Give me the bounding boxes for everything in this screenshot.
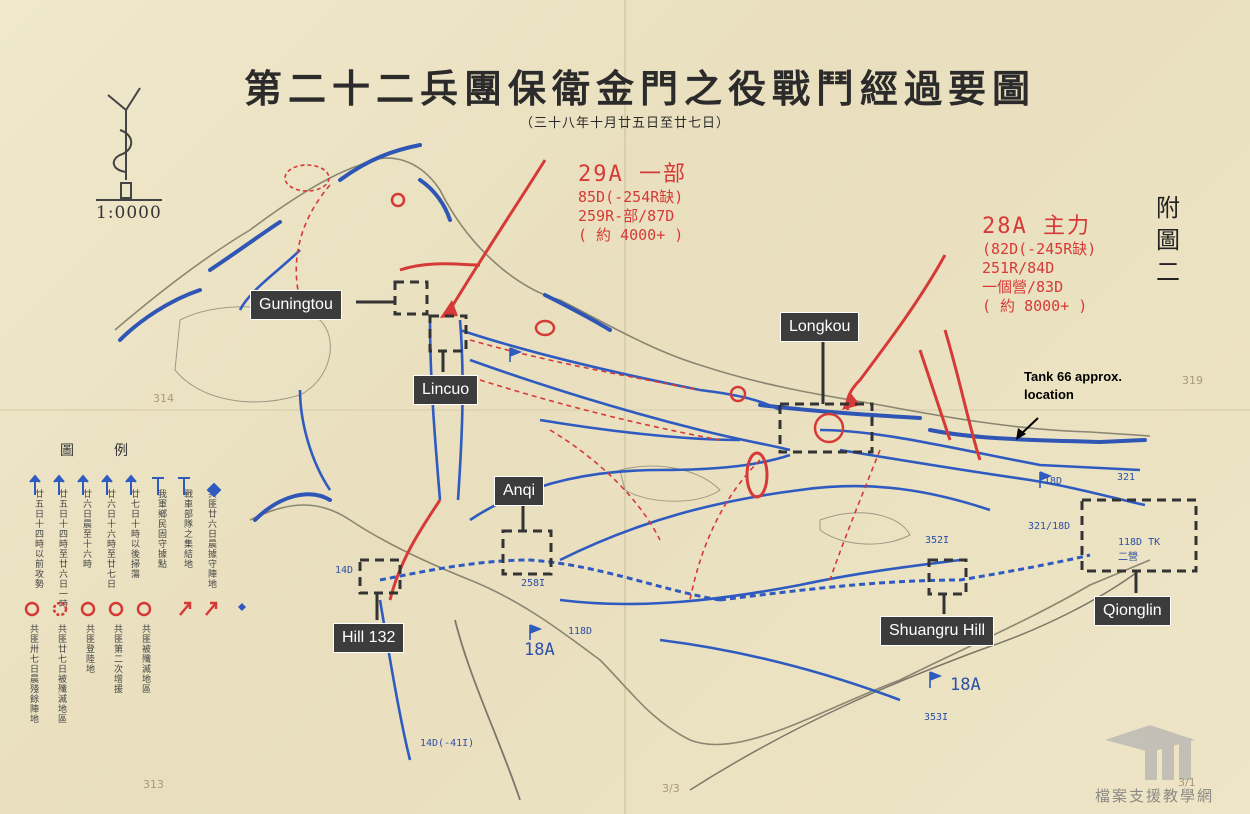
coastline-south [249,504,1151,746]
road [454,619,521,801]
map-subtitle: （三十八年十月廿五日至廿七日） [520,116,731,131]
legend-entry: 廿六日十六時至廿七日 [107,490,117,590]
place-label-shuangru: Shuangru Hill [880,616,995,646]
red-force-29a-line: ( 約 4000+ ) [578,226,684,244]
contour-3 [819,512,911,545]
legend-entry: 共匪卅七日晨殘餘陣地 [30,625,40,725]
appendix-label: 附圖二 [1156,194,1180,286]
watermark-text: 檔案支援教學網 [1095,787,1215,805]
place-label-longkou: Longkou [780,312,860,342]
scale-text: 1:0000 [96,203,162,223]
coastline-north [114,157,1151,437]
pencil-number: 319 [1182,374,1203,387]
legend-entry: 共匪第二次增援 [114,625,124,695]
unit-marker: 321 [1117,472,1136,483]
unit-marker: 118D TK二營 [1118,537,1161,563]
place-label-lincuo: Lincuo [413,375,479,405]
contour-1 [174,306,331,403]
red-force-29a: 29A 一部 85D(-254R缺) 259R-部/87D ( 約 4000+ … [578,156,687,245]
enemy-position-longkou [745,451,769,499]
legend-title: 圖例 [60,443,168,459]
tank-pointer-head [1016,428,1026,440]
red-force-29a-line: 85D(-254R缺) [578,188,684,206]
unit-marker: 18A [524,640,555,660]
unit-marker: 14D(-41I) [420,738,475,749]
unit-marker: 321/18D [1028,521,1071,532]
enemy-landing-circle [284,164,330,192]
unit-marker: 18D [1044,476,1063,487]
legend-entry: 廿五日十四時以前攻勢 [35,490,45,590]
place-label-hill132: Hill 132 [333,623,405,653]
unit-marker: 258I [521,578,546,589]
red-force-29a-line: 259R-部/87D [578,207,675,225]
red-dashed-routes [295,184,881,601]
legend-entry: 共匪廿七日被殲滅地區 [58,625,68,725]
unit-marker: 352I [925,535,950,546]
red-arrowhead-1 [440,300,458,318]
map-title: 第二十二兵團保衛金門之役戰鬥經過要圖 [243,66,1036,111]
red-force-28a-line: ( 約 8000+ ) [982,297,1088,315]
red-force-29a-head: 29A 一部 [578,162,687,187]
legend-entry: 共匪被殲滅地區 [142,625,152,695]
unit-flags [509,347,1053,688]
unit-marker: 118D [568,626,593,637]
pencil-number: 3/1 [1178,776,1196,789]
pencil-number: 314 [153,392,174,405]
blue-routes [238,249,1146,761]
enemy-position-west [534,319,556,337]
legend-entry: 我軍鄉民固守據點 [158,490,168,570]
blue-dashed-routes [379,553,1091,602]
place-label-qionglin: Qionglin [1094,596,1171,626]
tank-note: Tank 66 approx. location [1024,369,1123,402]
unit-marker: 18A [950,675,981,695]
callout-boxes [358,280,1198,596]
place-label-guningtou: Guningtou [250,290,342,320]
red-force-28a: 28A 主力 (82D(-245R缺) 251R/84D 一個營/83D ( 約… [982,208,1096,316]
watermark-logo [1105,725,1195,780]
legend-symbols-row1 [29,474,222,498]
legend-entry: 共匪登陸地 [86,625,96,675]
pencil-number: 3/3 [662,782,680,795]
contour-2 [619,465,721,502]
unit-marker: 353I [924,712,949,723]
legend-symbols-row2 [24,601,246,617]
enemy-strongpoint-1 [390,192,406,208]
unit-marker: 14D [335,565,354,576]
enemy-strongpoint-2 [729,385,747,403]
enemy-strongpoint-3 [813,412,845,444]
red-force-28a-line: 一個營/83D [982,278,1064,296]
pencil-number: 313 [143,778,164,791]
road-east [689,569,1141,791]
red-force-28a-line: 251R/84D [982,259,1055,277]
defense-lines [118,143,1147,522]
legend-entry: 戰車部隊之集結地 [184,490,194,570]
north-arrow [96,87,162,201]
legend-entry: 廿七日十時以後掃蕩 [131,490,141,580]
place-label-anqi: Anqi [494,476,545,506]
legend-entry: 廿六日晨至十六時 [83,490,93,570]
red-force-28a-head: 28A 主力 [982,214,1091,239]
red-force-28a-line: (82D(-245R缺) [982,240,1097,258]
